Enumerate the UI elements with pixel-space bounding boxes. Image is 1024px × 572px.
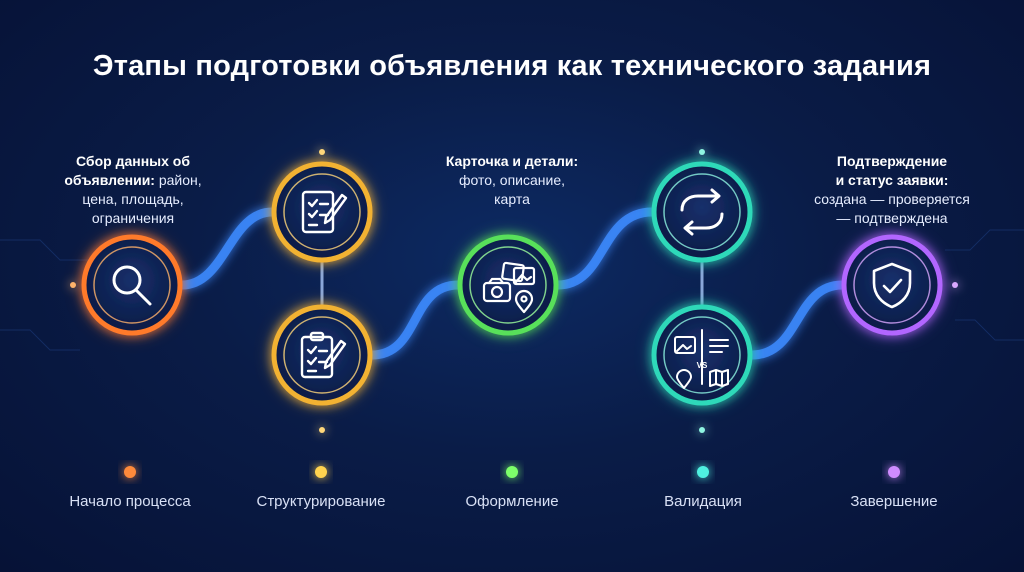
label-step-1-text-1: район, <box>154 172 202 188</box>
stage-label-3: Оформление <box>465 493 559 510</box>
timeline-dot-5 <box>888 466 900 478</box>
label-step-3-text-2: карта <box>494 191 530 207</box>
label-step-3: Карточка и детали: фото, описание, карта <box>412 152 612 209</box>
stage-label-2: Структурирование <box>256 493 386 510</box>
label-step-1-text-3: ограничения <box>91 210 175 226</box>
clipboard-checklist-icon <box>300 331 347 379</box>
background-circuit-lines <box>0 229 1024 351</box>
page-title: Этапы подготовки объявления как техничес… <box>92 50 932 82</box>
connector-4-5 <box>553 207 657 290</box>
stage-label-4: Валидация <box>664 493 742 510</box>
label-step-1-text-2: цена, площадь, <box>82 191 184 207</box>
refresh-arrows-icon <box>680 188 724 236</box>
magnifier-icon <box>112 265 152 306</box>
node-sync <box>651 161 753 263</box>
label-step-3-title: Карточка и детали: <box>445 153 579 169</box>
node-compare: VS <box>651 304 753 406</box>
timeline-dot-4 <box>697 466 709 478</box>
label-step-3-text-1: фото, описание, <box>458 172 566 188</box>
label-step-1: Сбор данных об объявлении: район, цена, … <box>38 152 228 228</box>
node-doc-pen <box>271 161 373 263</box>
node-clipboard <box>271 304 373 406</box>
camera-photos-map-icon <box>482 261 536 314</box>
stage-label-1: Начало процесса <box>69 493 191 510</box>
stage-label-5: Завершение <box>850 493 938 510</box>
timeline <box>124 466 900 478</box>
vs-mark: VS <box>697 361 708 370</box>
node-search <box>81 234 183 336</box>
label-step-5-text-2: — подтверждена <box>836 210 948 226</box>
label-step-1-title-2: объявлении: <box>64 172 155 188</box>
label-step-5-title-1: Подтверждение <box>836 153 948 169</box>
label-step-5: Подтверждение и статус заявки: создана —… <box>790 152 994 228</box>
label-step-5-text-1: создана — проверяется <box>814 191 970 207</box>
compare-vs-icon <box>674 329 729 389</box>
label-step-1-title-1: Сбор данных об <box>76 153 190 169</box>
document-pen-icon <box>301 190 348 234</box>
node-shield <box>841 234 943 336</box>
connector-3-4 <box>367 280 463 360</box>
label-step-5-title-2: и статус заявки: <box>835 172 949 188</box>
spark-dots <box>70 149 958 433</box>
timeline-dot-1 <box>124 466 136 478</box>
shield-check-icon <box>872 262 912 309</box>
timeline-dot-2 <box>315 466 327 478</box>
connectors <box>177 207 847 360</box>
connector-1-2 <box>177 207 277 290</box>
connector-6-7 <box>747 280 847 360</box>
node-photos <box>457 234 559 336</box>
timeline-dot-3 <box>506 466 518 478</box>
